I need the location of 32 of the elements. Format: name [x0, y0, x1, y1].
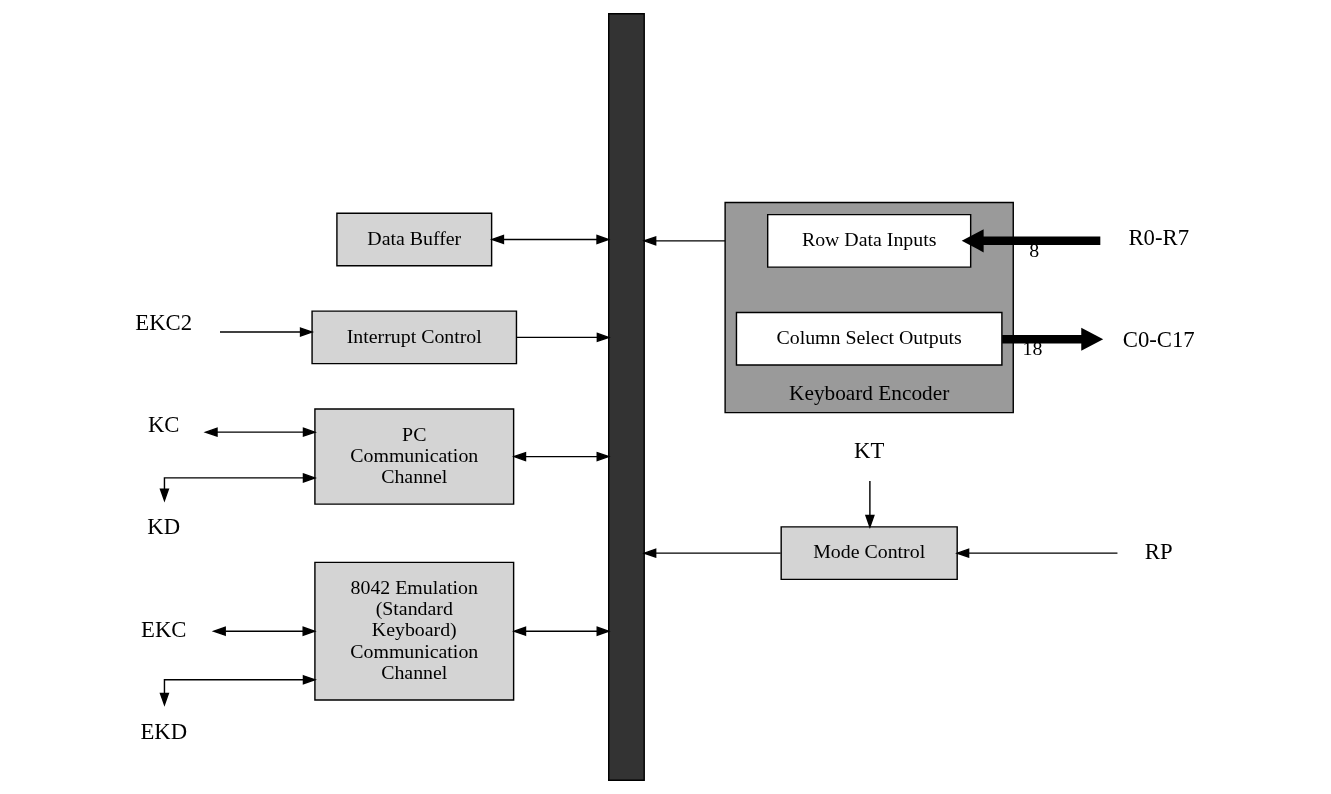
node-text: C0-C17 [1122, 327, 1195, 353]
arrow [512, 451, 611, 462]
node-text: KC [147, 412, 180, 438]
node-text: KD [147, 514, 181, 540]
node-text: R0-R7 [1128, 224, 1190, 250]
node-box: Data Buffer [336, 212, 493, 267]
arrow [159, 472, 317, 503]
arrow [159, 674, 317, 707]
arrow [203, 427, 317, 438]
node-box: Mode Control [780, 526, 958, 581]
arrow [1002, 327, 1104, 351]
arrow [642, 548, 782, 559]
node-box: PC Communication Channel [314, 408, 515, 505]
arrow [512, 626, 611, 637]
node-box: Row Data Inputs [767, 213, 972, 268]
arrow [864, 480, 875, 529]
node-box: Interrupt Control [311, 310, 518, 365]
arrow [219, 327, 315, 338]
node-text: EKC [141, 616, 187, 642]
node-bar [608, 13, 645, 781]
arrow [489, 234, 611, 245]
arrow [515, 332, 611, 343]
node-box: 8042 Emulation (Standard Keyboard) Communication Channel [314, 561, 515, 701]
node-text: RP [1144, 538, 1173, 564]
arrow [955, 548, 1119, 559]
node-text: EKC2 [135, 310, 193, 335]
arrow [961, 229, 1101, 253]
node-box: Column Select Outputs [735, 311, 1003, 366]
arrow [642, 235, 726, 246]
arrow [211, 626, 317, 637]
node-text: KT [854, 437, 885, 463]
node-text: EKD [140, 718, 188, 744]
